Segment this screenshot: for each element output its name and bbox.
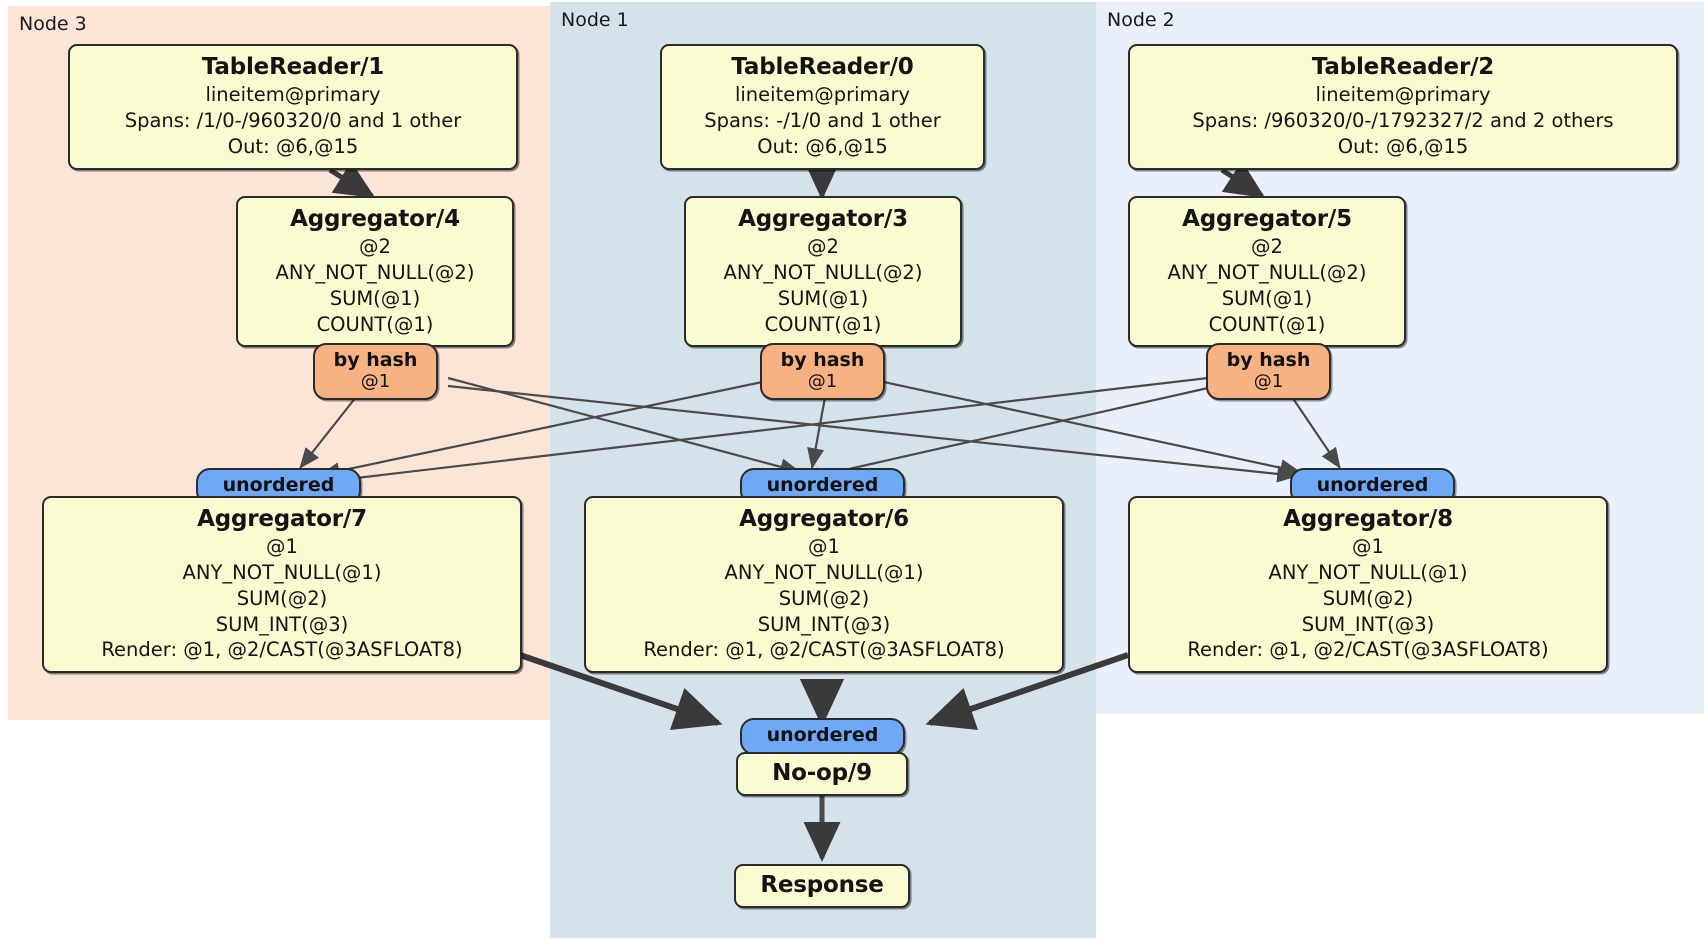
processor-title: Aggregator/7 [197,506,367,532]
processor-line: SUM(@1) [777,286,869,310]
processor-title: Aggregator/6 [739,506,909,532]
processor-line: SUM_INT(@3) [1301,612,1435,636]
processor-line: COUNT(@1) [764,312,882,336]
output-router-badge-by-hash-mid[interactable]: by hash @1 [760,343,885,400]
badge-sublabel: @1 [807,371,838,393]
processor-line: COUNT(@1) [316,312,434,336]
processor-title: Aggregator/5 [1182,206,1352,232]
node-label-node-3: Node 3 [19,13,87,35]
output-router-badge-by-hash-left[interactable]: by hash @1 [313,343,438,400]
processor-line: ANY_NOT_NULL(@2) [1167,261,1367,285]
processor-line: @2 [1251,235,1283,259]
processor-title: No-op/9 [772,760,872,786]
badge-label: unordered [766,474,879,496]
processor-line: Spans: /960320/0-/1792327/2 and 2 others [1192,109,1614,133]
processor-aggregator-3[interactable]: Aggregator/3 @2 ANY_NOT_NULL(@2) SUM(@1)… [684,196,962,348]
output-router-badge-by-hash-right[interactable]: by hash @1 [1206,343,1331,400]
processor-aggregator-6[interactable]: Aggregator/6 @1 ANY_NOT_NULL(@1) SUM(@2)… [584,496,1064,674]
processor-line: Out: @6,@15 [1337,134,1469,158]
badge-sublabel: @1 [360,371,391,393]
badge-label: unordered [222,474,335,496]
processor-line: lineitem@primary [205,83,381,107]
processor-line: lineitem@primary [734,83,911,107]
processor-line: @1 [1352,535,1384,559]
processor-line: Render: @1, @2/CAST(@3ASFLOAT8) [1187,638,1549,662]
processor-line: SUM(@2) [778,586,870,610]
badge-label: by hash [1226,349,1311,371]
processor-line: Render: @1, @2/CAST(@3ASFLOAT8) [101,638,463,662]
node-label-node-2: Node 2 [1107,9,1175,31]
processor-line: SUM(@2) [1322,586,1414,610]
processor-title: Response [760,872,884,898]
processor-table-reader-1[interactable]: TableReader/1 lineitem@primary Spans: /1… [68,44,518,170]
processor-line: SUM(@2) [236,586,328,610]
processor-title: TableReader/2 [1311,54,1495,80]
processor-aggregator-7[interactable]: Aggregator/7 @1 ANY_NOT_NULL(@1) SUM(@2)… [42,496,522,674]
input-sync-badge-unordered-final[interactable]: unordered [740,718,905,755]
badge-label: unordered [1316,474,1429,496]
processor-aggregator-8[interactable]: Aggregator/8 @1 ANY_NOT_NULL(@1) SUM(@2)… [1128,496,1608,674]
processor-line: ANY_NOT_NULL(@1) [1268,561,1468,585]
processor-table-reader-0[interactable]: TableReader/0 lineitem@primary Spans: -/… [660,44,985,170]
processor-line: lineitem@primary [1315,83,1491,107]
processor-line: ANY_NOT_NULL(@1) [724,561,924,585]
processor-aggregator-4[interactable]: Aggregator/4 @2 ANY_NOT_NULL(@2) SUM(@1)… [236,196,514,348]
processor-title: Aggregator/3 [738,206,908,232]
processor-line: @2 [807,235,839,259]
processor-line: @2 [359,235,391,259]
processor-line: SUM_INT(@3) [757,612,891,636]
processor-aggregator-5[interactable]: Aggregator/5 @2 ANY_NOT_NULL(@2) SUM(@1)… [1128,196,1406,348]
processor-line: Out: @6,@15 [757,134,888,158]
processor-line: Out: @6,@15 [227,134,359,158]
processor-line: ANY_NOT_NULL(@2) [275,261,475,285]
processor-line: ANY_NOT_NULL(@2) [723,261,923,285]
badge-label: unordered [766,724,879,746]
node-label-node-1: Node 1 [561,9,629,31]
badge-sublabel: @1 [1253,371,1284,393]
processor-line: Spans: /1/0-/960320/0 and 1 other [124,109,462,133]
processor-table-reader-2[interactable]: TableReader/2 lineitem@primary Spans: /9… [1128,44,1678,170]
processor-title: TableReader/0 [731,54,914,80]
processor-line: Render: @1, @2/CAST(@3ASFLOAT8) [643,638,1005,662]
processor-line: SUM(@1) [1221,286,1313,310]
processor-line: @1 [266,535,298,559]
badge-label: by hash [333,349,418,371]
processor-line: ANY_NOT_NULL(@1) [182,561,382,585]
processor-title: Aggregator/4 [290,206,460,232]
processor-response[interactable]: Response [734,864,910,909]
processor-line: @1 [808,535,840,559]
processor-line: COUNT(@1) [1208,312,1326,336]
processor-title: Aggregator/8 [1283,506,1453,532]
processor-no-op-9[interactable]: No-op/9 [736,752,908,797]
processor-title: TableReader/1 [201,54,385,80]
processor-line: SUM_INT(@3) [215,612,349,636]
badge-label: by hash [780,349,865,371]
processor-line: Spans: -/1/0 and 1 other [704,109,941,133]
processor-line: SUM(@1) [329,286,421,310]
